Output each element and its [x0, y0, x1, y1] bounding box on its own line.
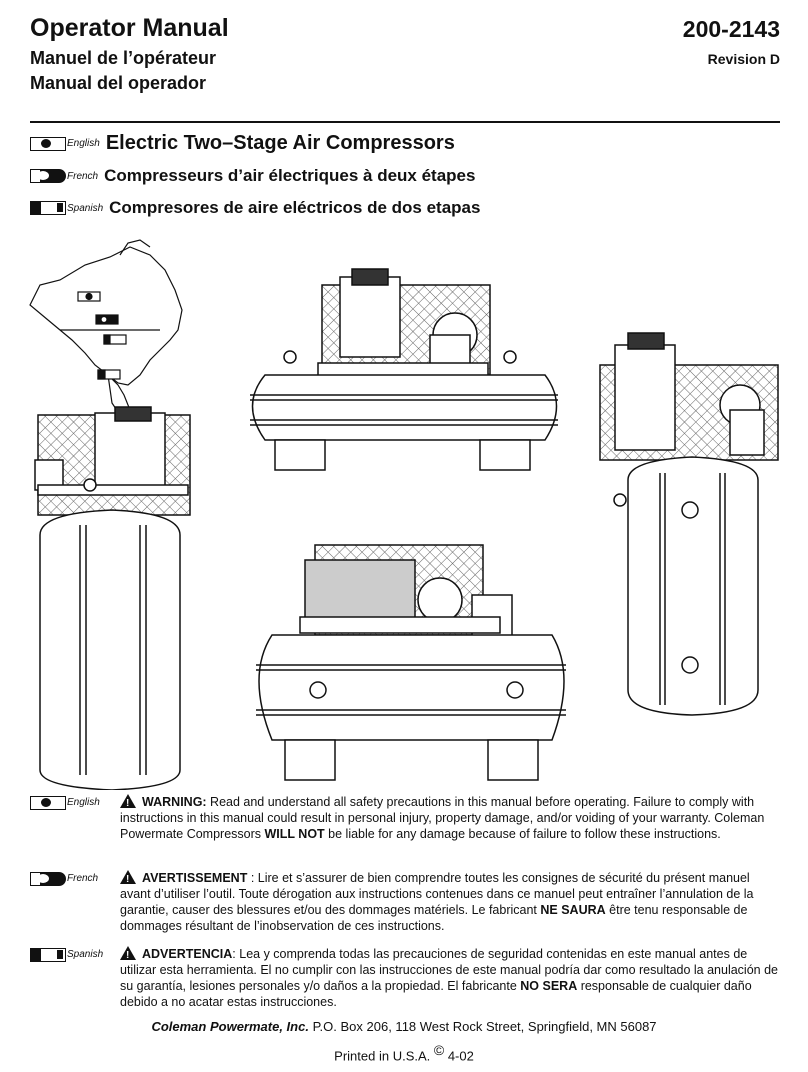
- copyright-icon: ©: [433, 1042, 445, 1058]
- vertical-compressor-right: [599, 332, 779, 716]
- warning-text-part1: : Lire et s’assurer de bien comprendre t…: [120, 871, 754, 917]
- headline-english: English Electric Two–Stage Air Compresso…: [30, 132, 455, 155]
- language-label-french: French: [67, 170, 99, 182]
- warning-text-part2: responsable de cualquier daño debido a n…: [120, 979, 752, 1009]
- map-flags: [77, 291, 127, 380]
- headline-text-french: Compresseurs d’air électriques à deux ét…: [104, 166, 476, 185]
- language-label-spanish: Spanish: [67, 202, 104, 214]
- language-label-french: French: [67, 873, 99, 884]
- warning-emphasis: NE SAURA: [540, 903, 606, 917]
- english-flag-icon: [30, 136, 66, 151]
- north-america-map-icon: [29, 239, 183, 421]
- french-flag-icon: [30, 169, 66, 183]
- headline-spanish: Spanish Compresores de aire eléctricos d…: [30, 198, 480, 218]
- printed-in-label: Printed in U.S.A.: [334, 1048, 434, 1064]
- headline-text-english: Electric Two–Stage Air Compressors: [105, 132, 455, 154]
- warning-triangle-icon: [120, 870, 136, 888]
- warning-label: AVERTISSEMENT: [142, 871, 248, 885]
- company-address: P.O. Box 206, 118 West Rock Street, Spri…: [308, 1019, 657, 1034]
- company-name: Coleman Powermate, Inc.: [151, 1019, 309, 1034]
- horizontal-compressor-top: [250, 268, 558, 471]
- headline-french: French Compresseurs d’air électriques à …: [30, 166, 475, 186]
- warning-text-part1: : Lea y comprenda todas las precauciones…: [120, 947, 778, 993]
- warning-spanish: Spanish ADVERTENCIA: Lea y comprenda tod…: [30, 946, 780, 1010]
- warning-label: WARNING:: [142, 795, 207, 809]
- headline-text-spanish: Compresores de aire eléctricos de dos et…: [109, 198, 481, 217]
- warning-text-part1: Read and understand all safety precautio…: [120, 795, 765, 841]
- warning-label: ADVERTENCIA: [142, 947, 233, 961]
- warning-text-part2: be liable for any damage because of fail…: [324, 827, 721, 841]
- manual-title-english: Operator Manual: [30, 14, 229, 42]
- french-flag-icon: [30, 872, 66, 886]
- warning-triangle-icon: [120, 946, 136, 964]
- revision-label: Revision D: [707, 51, 780, 67]
- footer-address: Coleman Powermate, Inc. P.O. Box 206, 11…: [0, 1019, 808, 1034]
- warning-triangle-icon: [120, 794, 136, 812]
- language-label-spanish: Spanish: [67, 949, 104, 960]
- manual-title-spanish: Manual del operador: [30, 73, 207, 93]
- language-label-english: English: [67, 797, 100, 808]
- document-number: 200-2143: [682, 16, 780, 42]
- warning-emphasis: NO SERA: [520, 979, 578, 993]
- warning-text-part2: être tenu responsable de dommages résult…: [120, 903, 748, 933]
- warning-english: English WARNING: Read and understand all…: [30, 794, 780, 842]
- compressor-illustration: [29, 239, 779, 790]
- footer-printed: Printed in U.S.A. © 4-02: [0, 1042, 808, 1063]
- horizontal-compressor-bottom: [256, 544, 566, 781]
- header-rule: [30, 121, 780, 123]
- language-label-english: English: [67, 138, 100, 149]
- warning-emphasis: WILL NOT: [264, 827, 325, 841]
- print-date: 4-02: [444, 1048, 474, 1064]
- spanish-flag-icon: [30, 201, 66, 215]
- spanish-flag-icon: [30, 948, 66, 962]
- english-flag-icon: [30, 796, 66, 810]
- warning-french: French AVERTISSEMENT : Lire et s’assurer…: [30, 870, 780, 934]
- manual-title-french: Manuel de l’opérateur: [30, 48, 217, 68]
- vertical-compressor-left: [34, 406, 191, 790]
